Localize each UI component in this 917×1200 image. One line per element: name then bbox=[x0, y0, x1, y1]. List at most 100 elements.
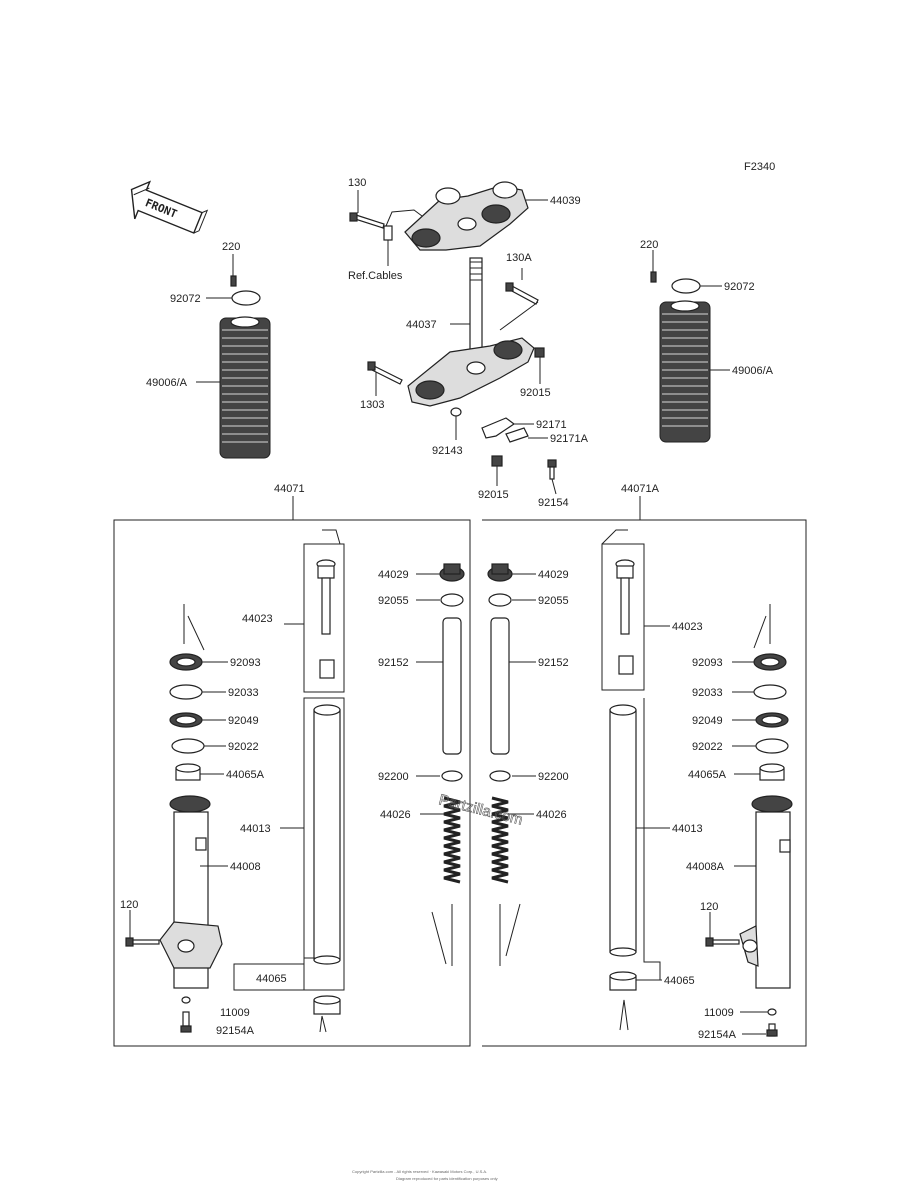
label-left-44023: 44023 bbox=[242, 613, 273, 625]
label-cr-44026: 44026 bbox=[536, 809, 567, 821]
label-ref-cables: Ref.Cables bbox=[348, 270, 403, 282]
label-right-92072: 92072 bbox=[724, 281, 755, 293]
cap-44029-right bbox=[487, 563, 513, 582]
label-left-44065: 44065 bbox=[256, 973, 287, 985]
bolt-92154a-left bbox=[180, 1011, 192, 1033]
screw-left-220 bbox=[230, 275, 237, 287]
label-92015-bottom: 92015 bbox=[478, 489, 509, 501]
washer-92143 bbox=[450, 407, 462, 417]
bushing-44065-left bbox=[313, 995, 341, 1015]
left-fork-box bbox=[113, 519, 471, 1047]
label-1303: 1303 bbox=[360, 399, 384, 411]
label-right-120: 120 bbox=[700, 901, 718, 913]
bolt-92154 bbox=[547, 459, 557, 480]
footer-line-2: Diagram reproduced for parts identificat… bbox=[396, 1176, 498, 1181]
footer-line-1: Copyright Partzilla.com - All rights res… bbox=[352, 1169, 487, 1174]
upper-bracket-44039 bbox=[404, 181, 529, 251]
label-left-92154a: 92154A bbox=[216, 1025, 255, 1037]
right-fork-box bbox=[482, 519, 807, 1047]
label-left-44065a: 44065A bbox=[226, 769, 265, 781]
spacer-92152-right bbox=[490, 617, 510, 755]
label-cl-44029: 44029 bbox=[378, 569, 409, 581]
rod-44023-left bbox=[316, 559, 336, 679]
label-left-220: 220 bbox=[222, 241, 240, 253]
nut-92015-top bbox=[534, 347, 545, 358]
label-left-92072: 92072 bbox=[170, 293, 201, 305]
spring-44026-right bbox=[491, 796, 509, 884]
label-right-92154a: 92154A bbox=[698, 1029, 737, 1041]
bolt-120-left bbox=[125, 937, 160, 947]
clip-92033-left bbox=[169, 684, 203, 700]
label-left-44013: 44013 bbox=[240, 823, 271, 835]
label-right-49006a: 49006/A bbox=[732, 365, 774, 377]
spring-44026-left bbox=[443, 796, 461, 884]
label-44071: 44071 bbox=[274, 483, 305, 495]
label-right-44023: 44023 bbox=[672, 621, 703, 633]
lower-bracket bbox=[407, 337, 535, 407]
label-cl-44026: 44026 bbox=[380, 809, 411, 821]
washer-92022-right bbox=[755, 738, 789, 754]
rod-44023-right bbox=[615, 559, 635, 675]
label-92171a: 92171A bbox=[550, 433, 589, 445]
label-right-92022: 92022 bbox=[692, 741, 723, 753]
label-44037: 44037 bbox=[406, 319, 437, 331]
nut-92015-bottom bbox=[491, 455, 503, 467]
label-right-92093: 92093 bbox=[692, 657, 723, 669]
washer-92200-right bbox=[489, 770, 511, 782]
bolt-130a bbox=[505, 282, 539, 305]
label-130a: 130A bbox=[506, 252, 532, 264]
inner-tube-44013-right bbox=[609, 704, 637, 957]
label-right-92049: 92049 bbox=[692, 715, 723, 727]
label-cr-92200: 92200 bbox=[538, 771, 569, 783]
label-cl-92200: 92200 bbox=[378, 771, 409, 783]
clip-92033-right bbox=[753, 684, 787, 700]
label-left-92093: 92093 bbox=[230, 657, 261, 669]
gasket-11009-left bbox=[181, 996, 191, 1004]
label-left-120: 120 bbox=[120, 899, 138, 911]
cap-44029-left bbox=[439, 563, 465, 582]
diagram-code: F2340 bbox=[744, 161, 775, 173]
bolt-1303 bbox=[367, 361, 403, 385]
label-cr-44029: 44029 bbox=[538, 569, 569, 581]
label-92015-top: 92015 bbox=[520, 387, 551, 399]
bolt-130 bbox=[349, 212, 385, 229]
clamp-92171 bbox=[481, 417, 529, 443]
label-44039: 44039 bbox=[550, 195, 581, 207]
label-44071a: 44071A bbox=[621, 483, 660, 495]
label-cl-92152: 92152 bbox=[378, 657, 409, 669]
boot-left-49006a bbox=[219, 316, 271, 459]
label-cr-92055: 92055 bbox=[538, 595, 569, 607]
bushing-44065-right bbox=[609, 971, 637, 991]
label-cr-92152: 92152 bbox=[538, 657, 569, 669]
label-left-44008: 44008 bbox=[230, 861, 261, 873]
inner-tube-44013-left bbox=[313, 704, 341, 965]
bolt-92154a-right bbox=[766, 1023, 778, 1037]
label-right-44008a: 44008A bbox=[686, 861, 725, 873]
band-left-92072 bbox=[231, 290, 261, 306]
boot-right-49006a bbox=[659, 300, 711, 443]
label-92171: 92171 bbox=[536, 419, 567, 431]
label-left-11009: 11009 bbox=[220, 1007, 250, 1019]
oring-92055-right bbox=[488, 593, 512, 607]
label-cl-92055: 92055 bbox=[378, 595, 409, 607]
label-right-11009: 11009 bbox=[704, 1007, 734, 1019]
bolt-120-right bbox=[705, 937, 740, 947]
label-right-44065: 44065 bbox=[664, 975, 695, 987]
outer-tube-44008a-right bbox=[739, 795, 793, 989]
outer-tube-44008-left bbox=[159, 795, 223, 989]
label-right-44013: 44013 bbox=[672, 823, 703, 835]
bushing-44065a-right bbox=[759, 763, 785, 781]
bushing-44065a-left bbox=[175, 763, 201, 781]
oring-92055-left bbox=[440, 593, 464, 607]
label-left-92022: 92022 bbox=[228, 741, 259, 753]
label-left-92049: 92049 bbox=[228, 715, 259, 727]
washer-92200-left bbox=[441, 770, 463, 782]
label-right-220: 220 bbox=[640, 239, 658, 251]
label-left-49006a: 49006/A bbox=[146, 377, 188, 389]
gasket-11009-right bbox=[767, 1008, 777, 1016]
spacer-92152-left bbox=[442, 617, 462, 755]
label-right-92033: 92033 bbox=[692, 687, 723, 699]
washer-92022-left bbox=[171, 738, 205, 754]
label-92143: 92143 bbox=[432, 445, 463, 457]
